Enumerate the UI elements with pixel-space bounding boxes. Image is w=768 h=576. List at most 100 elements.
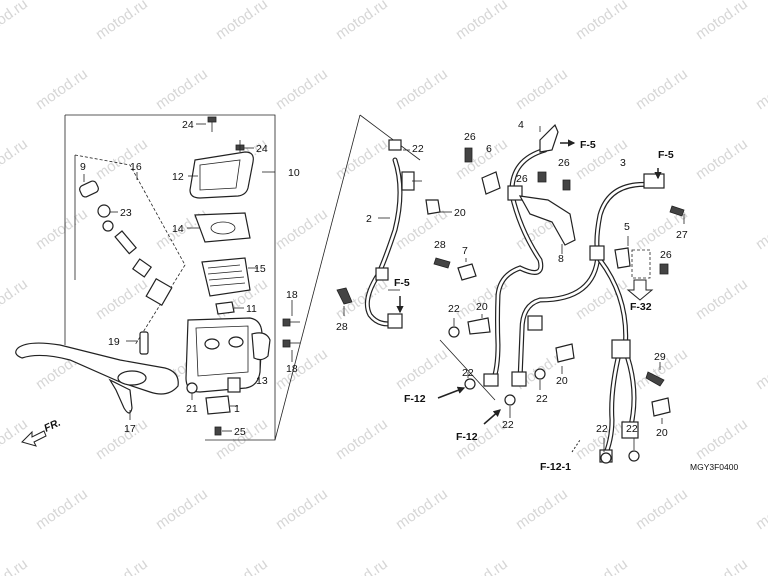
bolt-26c (562, 179, 571, 191)
watermark-text: motod.ru (693, 275, 751, 323)
watermark-text: motod.ru (33, 65, 91, 113)
callout-22d: 22 (502, 419, 514, 431)
callout-20a: 20 (454, 207, 466, 219)
ref-f12-b: F-12 (456, 431, 478, 443)
watermark-text: motod.ru (93, 0, 151, 43)
callout-29: 29 (654, 351, 666, 363)
arrow-f32 (626, 279, 654, 301)
washer-22d (504, 394, 516, 406)
washer-22e (534, 368, 546, 380)
watermark-text: motod.ru (753, 65, 768, 113)
callout-24b: 24 (256, 143, 268, 155)
fitting-4-joint (507, 185, 523, 201)
bolt-26d (659, 263, 669, 275)
watermark-text: motod.ru (153, 65, 211, 113)
callout-26b: 26 (558, 157, 570, 169)
watermark-text: motod.ru (333, 555, 391, 576)
callout-22g: 22 (626, 423, 638, 435)
callout-25: 25 (234, 426, 246, 438)
washer-22g (628, 450, 640, 462)
watermark-text: motod.ru (93, 555, 151, 576)
bolt-26a (464, 147, 473, 163)
watermark-text: motod.ru (0, 135, 31, 183)
front-direction-marker (21, 430, 47, 447)
clamp-7 (457, 263, 477, 281)
watermark-text: motod.ru (273, 65, 331, 113)
screw-24b (235, 140, 245, 152)
fitting-3-top (643, 173, 665, 189)
spring (145, 278, 173, 306)
watermark-text: motod.ru (93, 415, 151, 463)
watermark-text: motod.ru (93, 275, 151, 323)
ref-f32: F-32 (630, 301, 652, 313)
bolt-20c (555, 343, 575, 363)
fitting-4-top (539, 123, 559, 153)
callout-13: 13 (256, 375, 268, 387)
watermark-text: motod.ru (153, 485, 211, 533)
bolt-26b (537, 171, 547, 183)
watermark-text: motod.ru (513, 65, 571, 113)
watermark-text: motod.ru (213, 555, 271, 576)
callout-5: 5 (624, 221, 630, 233)
callout-22c: 22 (462, 367, 474, 379)
watermark-text: motod.ru (513, 485, 571, 533)
watermark-text: motod.ru (633, 485, 691, 533)
banjo-fitting (251, 332, 271, 361)
clip-11 (215, 301, 235, 315)
lever-pivot (139, 331, 149, 355)
brake-hoses-right (396, 123, 685, 464)
clamp-6 (481, 171, 501, 195)
boot-9 (79, 180, 99, 198)
callout-24a: 24 (182, 119, 194, 131)
watermark-text: motod.ru (273, 205, 331, 253)
leader-left (274, 114, 361, 441)
watermark-text: motod.ru (0, 0, 31, 43)
callout-22a: 22 (412, 143, 424, 155)
ref-f5-b: F-5 (658, 149, 674, 161)
bolt-28 (336, 287, 353, 305)
bolt-18b (282, 339, 300, 348)
callout-15: 15 (254, 263, 266, 275)
reservoir-cap (189, 151, 254, 199)
callout-1: 1 (234, 403, 240, 415)
leader-mid (439, 339, 496, 401)
bolt-20b (467, 317, 491, 335)
callout-22f: 22 (596, 423, 608, 435)
washer-22b (448, 326, 460, 338)
callout-12: 12 (172, 171, 184, 183)
watermark-text: motod.ru (693, 0, 751, 43)
watermark-text: motod.ru (453, 135, 511, 183)
diagram-code: MGY3F0400 (690, 462, 738, 472)
group-10-frame (65, 114, 276, 441)
watermark-text: motod.ru (0, 555, 31, 576)
callout-16: 16 (130, 161, 142, 173)
fitting-2-bottom (387, 313, 403, 329)
callout-26d: 26 (660, 249, 672, 261)
detail-box (631, 249, 651, 279)
screw-25 (214, 426, 222, 436)
callout-3: 3 (620, 157, 626, 169)
callout-9: 9 (80, 161, 86, 173)
brake-hose-2 (336, 139, 452, 329)
callout-19: 19 (108, 336, 120, 348)
callout-20d: 20 (656, 427, 668, 439)
ref-f12-a: F-12 (404, 393, 426, 405)
callout-22b: 22 (448, 303, 460, 315)
master-cylinder-group (15, 114, 300, 441)
watermark-text: motod.ru (753, 485, 768, 533)
bolt-20a (425, 199, 441, 215)
callout-8: 8 (558, 253, 564, 265)
watermark-text: motod.ru (273, 345, 331, 393)
callout-7: 7 (462, 245, 468, 257)
diaphragm-plate (194, 212, 251, 243)
watermark-text: motod.ru (333, 135, 391, 183)
bolt-5 (614, 247, 631, 269)
watermark-text: motod.ru (393, 485, 451, 533)
ref-f5-c: F-5 (394, 277, 410, 289)
bolt-29 (645, 371, 665, 387)
callout-27: 27 (676, 229, 688, 241)
group-16-bracket (74, 154, 186, 346)
bolt-28b (433, 257, 451, 269)
